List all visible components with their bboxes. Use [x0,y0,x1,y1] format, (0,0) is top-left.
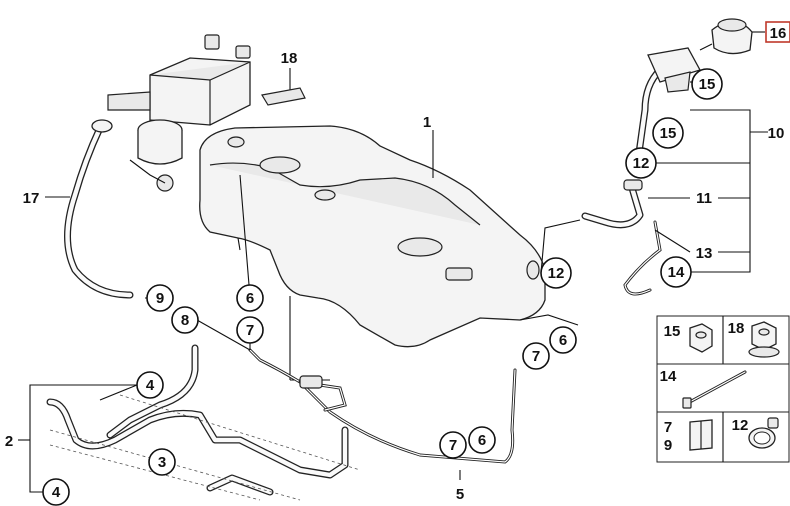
callout-14: 14 [660,256,692,288]
svg-text:9: 9 [156,290,164,307]
legend-label-15: 15 [664,323,681,340]
svg-text:4: 4 [146,377,155,394]
leader-lines [18,31,768,493]
callout-7-right: 7 [522,342,550,370]
svg-text:12: 12 [548,265,565,282]
svg-text:7: 7 [246,322,254,339]
hose-clamp-icon [748,417,779,449]
svg-text:6: 6 [559,332,567,349]
callout-6-right: 6 [549,326,577,354]
callout-15-top: 15 [691,68,723,100]
label-18: 18 [281,50,298,67]
cable-tie-icon [682,370,747,409]
callout-12-neck: 12 [625,147,657,179]
callout-4-top: 4 [136,371,164,399]
callout-12-tank: 12 [540,257,572,289]
svg-text:6: 6 [246,290,254,307]
svg-text:16: 16 [770,25,787,42]
carbon-canister [107,34,251,192]
svg-text:7: 7 [449,437,457,454]
label-5: 5 [456,486,464,503]
vent-hose [64,119,134,299]
callout-7: 7 [236,316,264,344]
svg-text:14: 14 [668,264,685,281]
svg-text:15: 15 [699,76,716,93]
label-10: 10 [768,125,785,142]
callout-6: 6 [236,284,264,312]
callout-16-highlighted: 16 [765,21,790,43]
gasket-18 [261,87,306,106]
hose-clip-icon [689,419,713,451]
callout-15-mid: 15 [652,117,684,149]
callout-8: 8 [171,306,199,334]
callout-3: 3 [148,448,176,476]
label-17: 17 [23,190,40,207]
label-13: 13 [696,245,713,262]
svg-text:4: 4 [52,484,61,501]
fuel-tank [199,125,546,381]
callout-6-bottom: 6 [468,426,496,454]
svg-text:15: 15 [660,125,677,142]
label-11: 11 [696,190,712,207]
legend-label-9: 9 [664,437,672,454]
legend-label-7: 7 [664,419,672,436]
label-1: 1 [423,114,431,131]
legend-label-18: 18 [728,320,745,337]
callout-9: 9 [146,284,174,312]
svg-text:3: 3 [158,454,166,471]
callout-4-bottom: 4 [42,478,70,506]
filler-neck [581,18,753,296]
legend-label-12: 12 [732,417,749,434]
svg-text:12: 12 [633,155,650,172]
nut-icon [689,323,713,353]
flange-nut-icon [748,321,780,358]
tank-straps [46,344,361,501]
legend-label-14: 14 [660,368,677,385]
svg-text:8: 8 [181,312,189,329]
label-2: 2 [5,433,13,450]
parts-legend: 15 18 14 7 9 12 [656,315,790,463]
fuel-lines [248,348,517,464]
callout-7-bottom: 7 [439,431,467,459]
svg-text:7: 7 [532,348,540,365]
svg-text:6: 6 [478,432,486,449]
